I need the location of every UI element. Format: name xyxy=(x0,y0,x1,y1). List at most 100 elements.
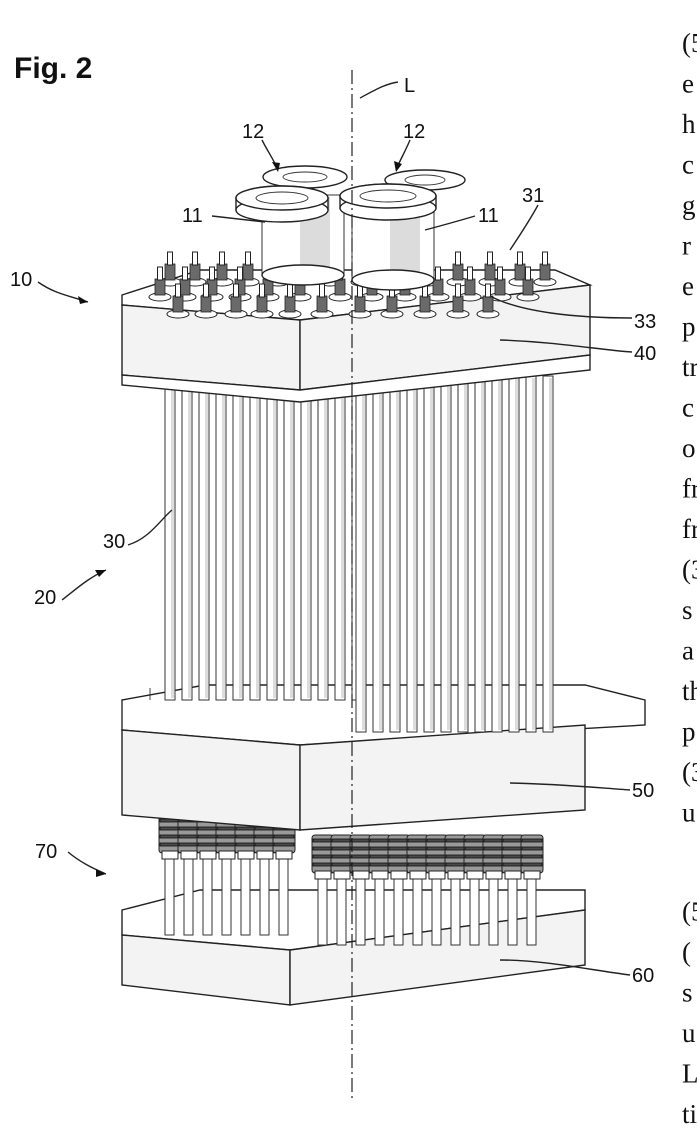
bolt-stud xyxy=(183,267,188,280)
bolt-stud xyxy=(320,284,325,297)
side-text-line: tr xyxy=(682,352,697,382)
bolt-stud xyxy=(260,284,265,297)
bolt-nut xyxy=(453,296,463,312)
bolt-nut xyxy=(485,264,495,280)
bolt-nut xyxy=(243,264,253,280)
side-text-line: fr xyxy=(682,514,697,544)
lower-tube xyxy=(337,875,346,945)
upper-plate-40 xyxy=(122,270,590,402)
label-20: 20 xyxy=(34,587,56,609)
bolt-nut xyxy=(355,296,365,312)
label-33: 33 xyxy=(634,311,656,333)
side-text-line: ti xyxy=(682,1099,697,1129)
side-text-line: u xyxy=(682,1018,696,1048)
lower-tube xyxy=(318,875,327,945)
bolt-nut xyxy=(387,296,397,312)
lower-tube xyxy=(470,875,479,945)
lower-tube xyxy=(413,875,422,945)
bolt-nut xyxy=(257,296,267,312)
bolt-stud xyxy=(436,267,441,280)
side-text-line: e xyxy=(682,271,694,301)
side-text-line: p xyxy=(682,312,696,342)
side-text-line: s xyxy=(682,978,693,1008)
label-11-right: 11 xyxy=(478,205,499,227)
side-text-line: h xyxy=(682,109,696,139)
bolt-nut xyxy=(217,264,227,280)
bolt-nut xyxy=(231,296,241,312)
bolt-nut xyxy=(201,296,211,312)
side-text-line: ( xyxy=(682,937,691,967)
lower-tube xyxy=(260,855,269,935)
lower-tube xyxy=(375,875,384,945)
bolt-stud xyxy=(498,267,503,280)
label-10: 10 xyxy=(10,269,32,291)
label-30: 30 xyxy=(103,531,125,553)
bolt-stud xyxy=(526,267,531,280)
flanges-12 xyxy=(236,166,465,222)
bolt-stud xyxy=(456,284,461,297)
figure-title: Fig. 2 xyxy=(14,52,92,85)
label-axis-L: L xyxy=(404,75,415,97)
cropped-side-text-column: (5ehcgreptrcofrfr(3sathp(3u(5(suLti xyxy=(682,28,697,1129)
bolt-stud xyxy=(168,252,173,265)
bolt-stud xyxy=(518,252,523,265)
bolt-nut xyxy=(453,264,463,280)
bolt-nut xyxy=(165,264,175,280)
side-text-line: (3 xyxy=(682,555,697,585)
bolt-stud xyxy=(193,252,198,265)
side-text-line: o xyxy=(682,433,696,463)
lower-tube xyxy=(432,875,441,945)
side-text-line: c xyxy=(682,150,694,180)
lower-tube xyxy=(241,855,250,935)
lower-tube xyxy=(184,855,193,935)
bolt-stud xyxy=(246,252,251,265)
bolt-nut xyxy=(420,296,430,312)
side-text-line: (5 xyxy=(682,897,697,927)
lower-tube xyxy=(508,875,517,945)
side-text-line: e xyxy=(682,69,694,99)
lower-tube xyxy=(279,855,288,935)
tube-bundle-30 xyxy=(165,360,553,732)
lower-tube xyxy=(527,875,536,945)
bolt-nut xyxy=(317,296,327,312)
bolt-nut xyxy=(465,279,475,295)
bolt-nut xyxy=(180,279,190,295)
bolt-nut xyxy=(173,296,183,312)
lower-tube xyxy=(222,855,231,935)
label-12-right: 12 xyxy=(403,121,425,143)
side-text-line: a xyxy=(682,636,694,666)
lower-tube xyxy=(451,875,460,945)
side-text-line: fr xyxy=(682,474,697,504)
bolt-nut xyxy=(515,264,525,280)
label-12-left: 12 xyxy=(242,121,264,143)
bolt-nut xyxy=(495,279,505,295)
label-31: 31 xyxy=(522,185,544,207)
side-text-line: g xyxy=(682,190,696,220)
label-60: 60 xyxy=(632,965,654,987)
side-text-line: (3 xyxy=(682,757,697,787)
bolt-stud xyxy=(238,267,243,280)
bolt-stud xyxy=(456,252,461,265)
bolt-stud xyxy=(486,284,491,297)
side-text-line: c xyxy=(682,393,694,423)
side-text-line: s xyxy=(682,595,693,625)
bolt-nut xyxy=(155,279,165,295)
bolt-stud xyxy=(488,252,493,265)
side-text-line: (5 xyxy=(682,28,697,58)
bolt-nut xyxy=(285,296,295,312)
side-text-line: th xyxy=(682,676,697,706)
bolt-stud xyxy=(204,284,209,297)
bolt-stud xyxy=(176,284,181,297)
bolt-stud xyxy=(543,252,548,265)
label-50: 50 xyxy=(632,780,654,802)
side-text-line: u xyxy=(682,798,696,828)
side-text-line: p xyxy=(682,717,696,747)
bolt-nut xyxy=(190,264,200,280)
bolt-stud xyxy=(210,267,215,280)
lower-tube xyxy=(165,855,174,935)
lower-tube xyxy=(489,875,498,945)
bolt-stud xyxy=(158,267,163,280)
bolt-nut xyxy=(433,279,443,295)
bolt-stud xyxy=(468,267,473,280)
